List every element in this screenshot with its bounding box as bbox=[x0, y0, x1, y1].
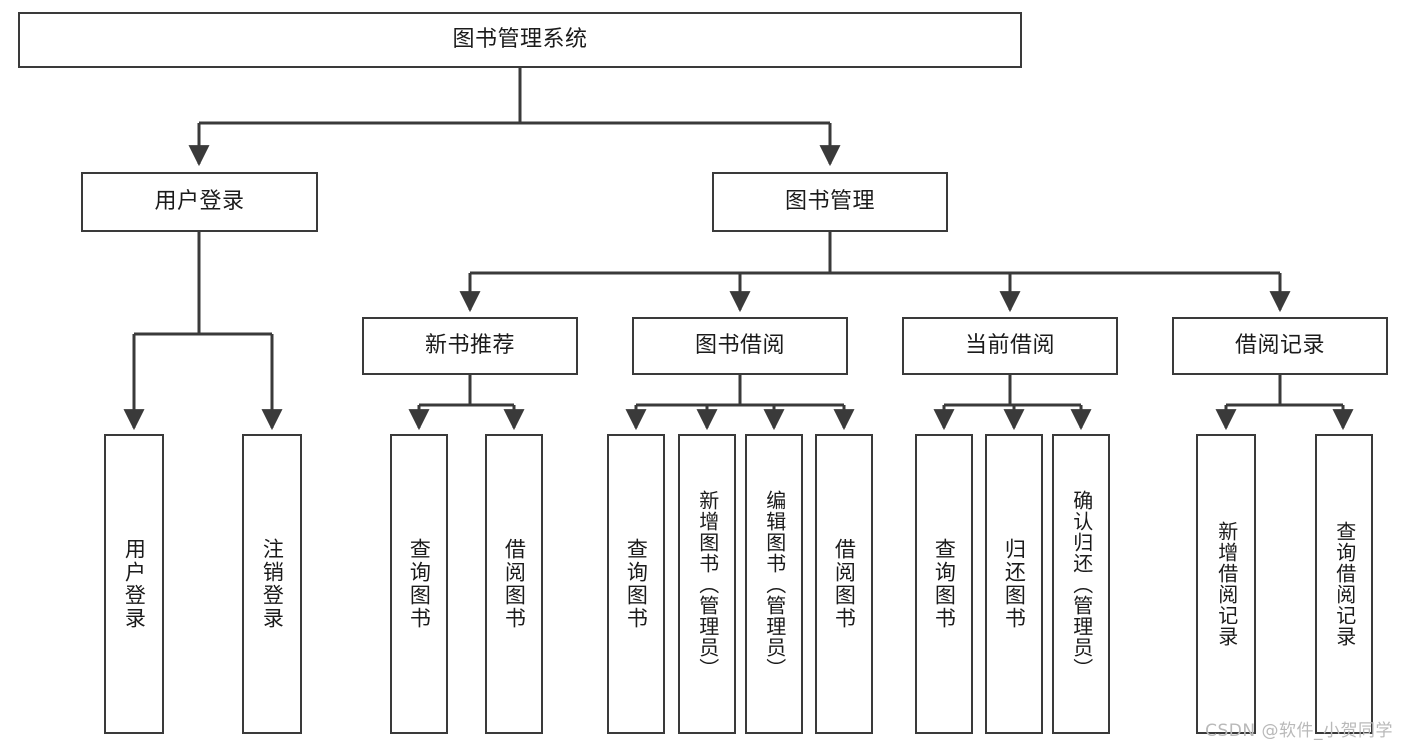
node-leaf-borrow-book-2-label: 借阅图书 bbox=[832, 538, 857, 630]
node-leaf-query-record[interactable]: 查询借阅记录 bbox=[1315, 434, 1373, 734]
node-root[interactable]: 图书管理系统 bbox=[18, 12, 1022, 68]
node-leaf-add-book[interactable]: 新增图书（管理员） bbox=[678, 434, 736, 734]
node-leaf-query-book-1-label: 查询图书 bbox=[407, 538, 432, 630]
node-leaf-query-record-label: 查询借阅记录 bbox=[1332, 521, 1357, 647]
node-leaf-user-login-label: 用户登录 bbox=[122, 538, 147, 630]
node-book-borrow-label: 图书借阅 bbox=[694, 332, 785, 358]
node-new-book-recommend[interactable]: 新书推荐 bbox=[362, 317, 578, 375]
node-new-book-recommend-label: 新书推荐 bbox=[424, 332, 515, 358]
node-leaf-add-book-label: 新增图书（管理员） bbox=[695, 489, 720, 679]
node-leaf-confirm-return[interactable]: 确认归还（管理员） bbox=[1052, 434, 1110, 734]
node-leaf-borrow-book-1[interactable]: 借阅图书 bbox=[485, 434, 543, 734]
node-leaf-user-login[interactable]: 用户登录 bbox=[104, 434, 164, 734]
node-book-manage-label: 图书管理 bbox=[784, 188, 875, 214]
node-book-borrow[interactable]: 图书借阅 bbox=[632, 317, 848, 375]
node-leaf-edit-book[interactable]: 编辑图书（管理员） bbox=[745, 434, 803, 734]
node-leaf-query-book-2-label: 查询图书 bbox=[624, 538, 649, 630]
node-leaf-return-book[interactable]: 归还图书 bbox=[985, 434, 1043, 734]
node-leaf-add-record[interactable]: 新增借阅记录 bbox=[1196, 434, 1256, 734]
node-borrow-record-label: 借阅记录 bbox=[1234, 332, 1325, 358]
node-leaf-query-book-3-label: 查询图书 bbox=[932, 538, 957, 630]
node-leaf-borrow-book-2[interactable]: 借阅图书 bbox=[815, 434, 873, 734]
node-leaf-edit-book-label: 编辑图书（管理员） bbox=[762, 489, 787, 679]
node-user-login[interactable]: 用户登录 bbox=[81, 172, 318, 232]
node-leaf-logout-label: 注销登录 bbox=[260, 538, 285, 630]
node-leaf-borrow-book-1-label: 借阅图书 bbox=[502, 538, 527, 630]
node-leaf-add-record-label: 新增借阅记录 bbox=[1214, 521, 1239, 647]
node-book-manage[interactable]: 图书管理 bbox=[712, 172, 948, 232]
node-current-borrow[interactable]: 当前借阅 bbox=[902, 317, 1118, 375]
node-leaf-return-book-label: 归还图书 bbox=[1002, 538, 1027, 630]
node-root-label: 图书管理系统 bbox=[452, 26, 588, 52]
node-borrow-record[interactable]: 借阅记录 bbox=[1172, 317, 1388, 375]
node-leaf-logout[interactable]: 注销登录 bbox=[242, 434, 302, 734]
node-leaf-confirm-return-label: 确认归还（管理员） bbox=[1069, 489, 1094, 679]
node-leaf-query-book-3[interactable]: 查询图书 bbox=[915, 434, 973, 734]
node-current-borrow-label: 当前借阅 bbox=[964, 332, 1055, 358]
node-leaf-query-book-2[interactable]: 查询图书 bbox=[607, 434, 665, 734]
node-leaf-query-book-1[interactable]: 查询图书 bbox=[390, 434, 448, 734]
node-user-login-label: 用户登录 bbox=[154, 188, 245, 214]
